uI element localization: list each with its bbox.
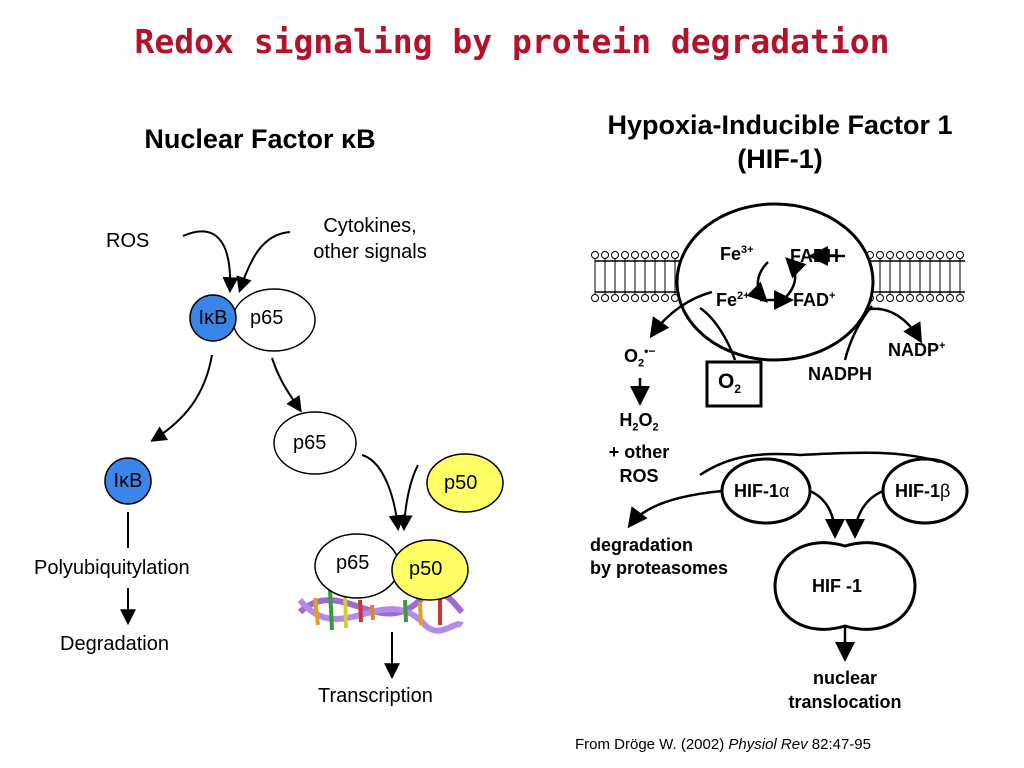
hif-heading: Hypoxia-Inducible Factor 1 (HIF-1) <box>607 110 953 174</box>
p50-complex-label: p50 <box>409 558 443 580</box>
o2-box <box>705 360 763 408</box>
dna-helix <box>297 589 465 634</box>
ros-arrow <box>182 230 239 294</box>
proteasome-degradation-label: degradation by proteasomes <box>590 535 729 578</box>
p65-free-label: p65 <box>293 432 327 454</box>
lipid-head <box>936 251 944 259</box>
h2o2-label: H2O2 + other ROS <box>608 410 670 486</box>
nadp-arrow <box>864 307 923 344</box>
lipid-head <box>946 251 954 259</box>
lipid-head <box>591 294 599 302</box>
lipid-head <box>926 251 934 259</box>
hif1a-label: HIF-1α <box>734 481 790 501</box>
fe3-to-fe2-arrow <box>746 261 769 303</box>
p50-free-label: p50 <box>444 472 478 494</box>
cytokines-label: Cytokines, other signals <box>313 215 427 263</box>
lipid-head <box>641 251 649 259</box>
hif1a-degradation-arrow <box>627 489 723 529</box>
o2-input-line <box>699 306 737 361</box>
p50-to-complex-arrow <box>396 464 419 532</box>
hif1b-combine-arrow <box>845 489 884 539</box>
slide-title: Redox signaling by protein degradation <box>134 22 890 61</box>
lipid-head <box>916 294 924 302</box>
lipid-head <box>651 251 659 259</box>
nadph-oxidase-oval <box>675 202 875 362</box>
lipid-head <box>621 294 629 302</box>
degradation-label: Degradation <box>60 633 169 655</box>
lipid-head <box>641 294 649 302</box>
fe2-label: Fe2+ <box>716 290 750 310</box>
lipid-head <box>956 294 964 302</box>
nadp-label: NADP+ <box>888 340 946 360</box>
nfkb-heading: Nuclear Factor κB <box>144 124 376 154</box>
ikb-free-label: IκB <box>113 470 143 492</box>
p50-free-ellipse <box>426 453 504 513</box>
lipid-head <box>896 294 904 302</box>
nadph-label: NADPH <box>808 364 873 384</box>
transcription-label: Transcription <box>318 685 433 707</box>
lipid-head <box>886 294 894 302</box>
cytokine-arrow <box>236 231 291 294</box>
p50-complex-ellipse <box>391 539 469 601</box>
lipid-head <box>946 294 954 302</box>
polyubiquitylation-label: Polyubiquitylation <box>34 557 190 579</box>
fad-label: FAD+ <box>793 290 836 310</box>
lipid-head <box>651 294 659 302</box>
lipid-head <box>631 294 639 302</box>
lipid-head <box>916 251 924 259</box>
ros-label: ROS <box>106 230 150 252</box>
lipid-head <box>591 251 599 259</box>
superoxide-label: O2•− <box>624 344 656 370</box>
p65-bound-label: p65 <box>250 307 284 329</box>
lipid-head <box>896 251 904 259</box>
ikb-bound-circle <box>189 294 237 342</box>
lipid-head <box>621 251 629 259</box>
ikb-bound-label: IκB <box>198 307 228 329</box>
lipid-head <box>876 251 884 259</box>
hif-complex-label: HIF -1 <box>812 576 863 596</box>
p65-free-ellipse <box>273 411 357 475</box>
release-p65-arrow <box>271 357 302 413</box>
hif1a-combine-arrow <box>809 489 845 539</box>
hif-top-line <box>699 451 941 477</box>
lipid-head <box>886 251 894 259</box>
o2-box-label: O2 <box>718 370 742 397</box>
lipid-head <box>661 294 669 302</box>
lipid-head <box>611 251 619 259</box>
superoxide-arrow <box>649 290 713 339</box>
lipid-head <box>876 294 884 302</box>
lipid-head <box>601 251 609 259</box>
p65-complex-label: p65 <box>336 552 370 574</box>
lipid-head <box>906 251 914 259</box>
lipid-head <box>601 294 609 302</box>
lipid-head <box>671 251 679 259</box>
release-ikb-arrow <box>150 354 213 442</box>
ikb-free-circle <box>104 457 152 505</box>
lipid-head <box>661 251 669 259</box>
lipid-head <box>906 294 914 302</box>
lipid-head <box>936 294 944 302</box>
fadh-label: FADH <box>790 246 839 266</box>
citation: From Dröge W. (2002) Physiol Rev 82:47-9… <box>575 736 871 753</box>
hif1b-label: HIF-1β <box>895 481 951 501</box>
lipid-head <box>631 251 639 259</box>
nuclear-translocation-label: nuclear translocation <box>788 668 902 712</box>
p65-to-complex-arrow <box>361 454 405 532</box>
lipid-head <box>611 294 619 302</box>
lipid-head <box>926 294 934 302</box>
lipid-head <box>956 251 964 259</box>
fe3-label: Fe3+ <box>720 244 754 264</box>
